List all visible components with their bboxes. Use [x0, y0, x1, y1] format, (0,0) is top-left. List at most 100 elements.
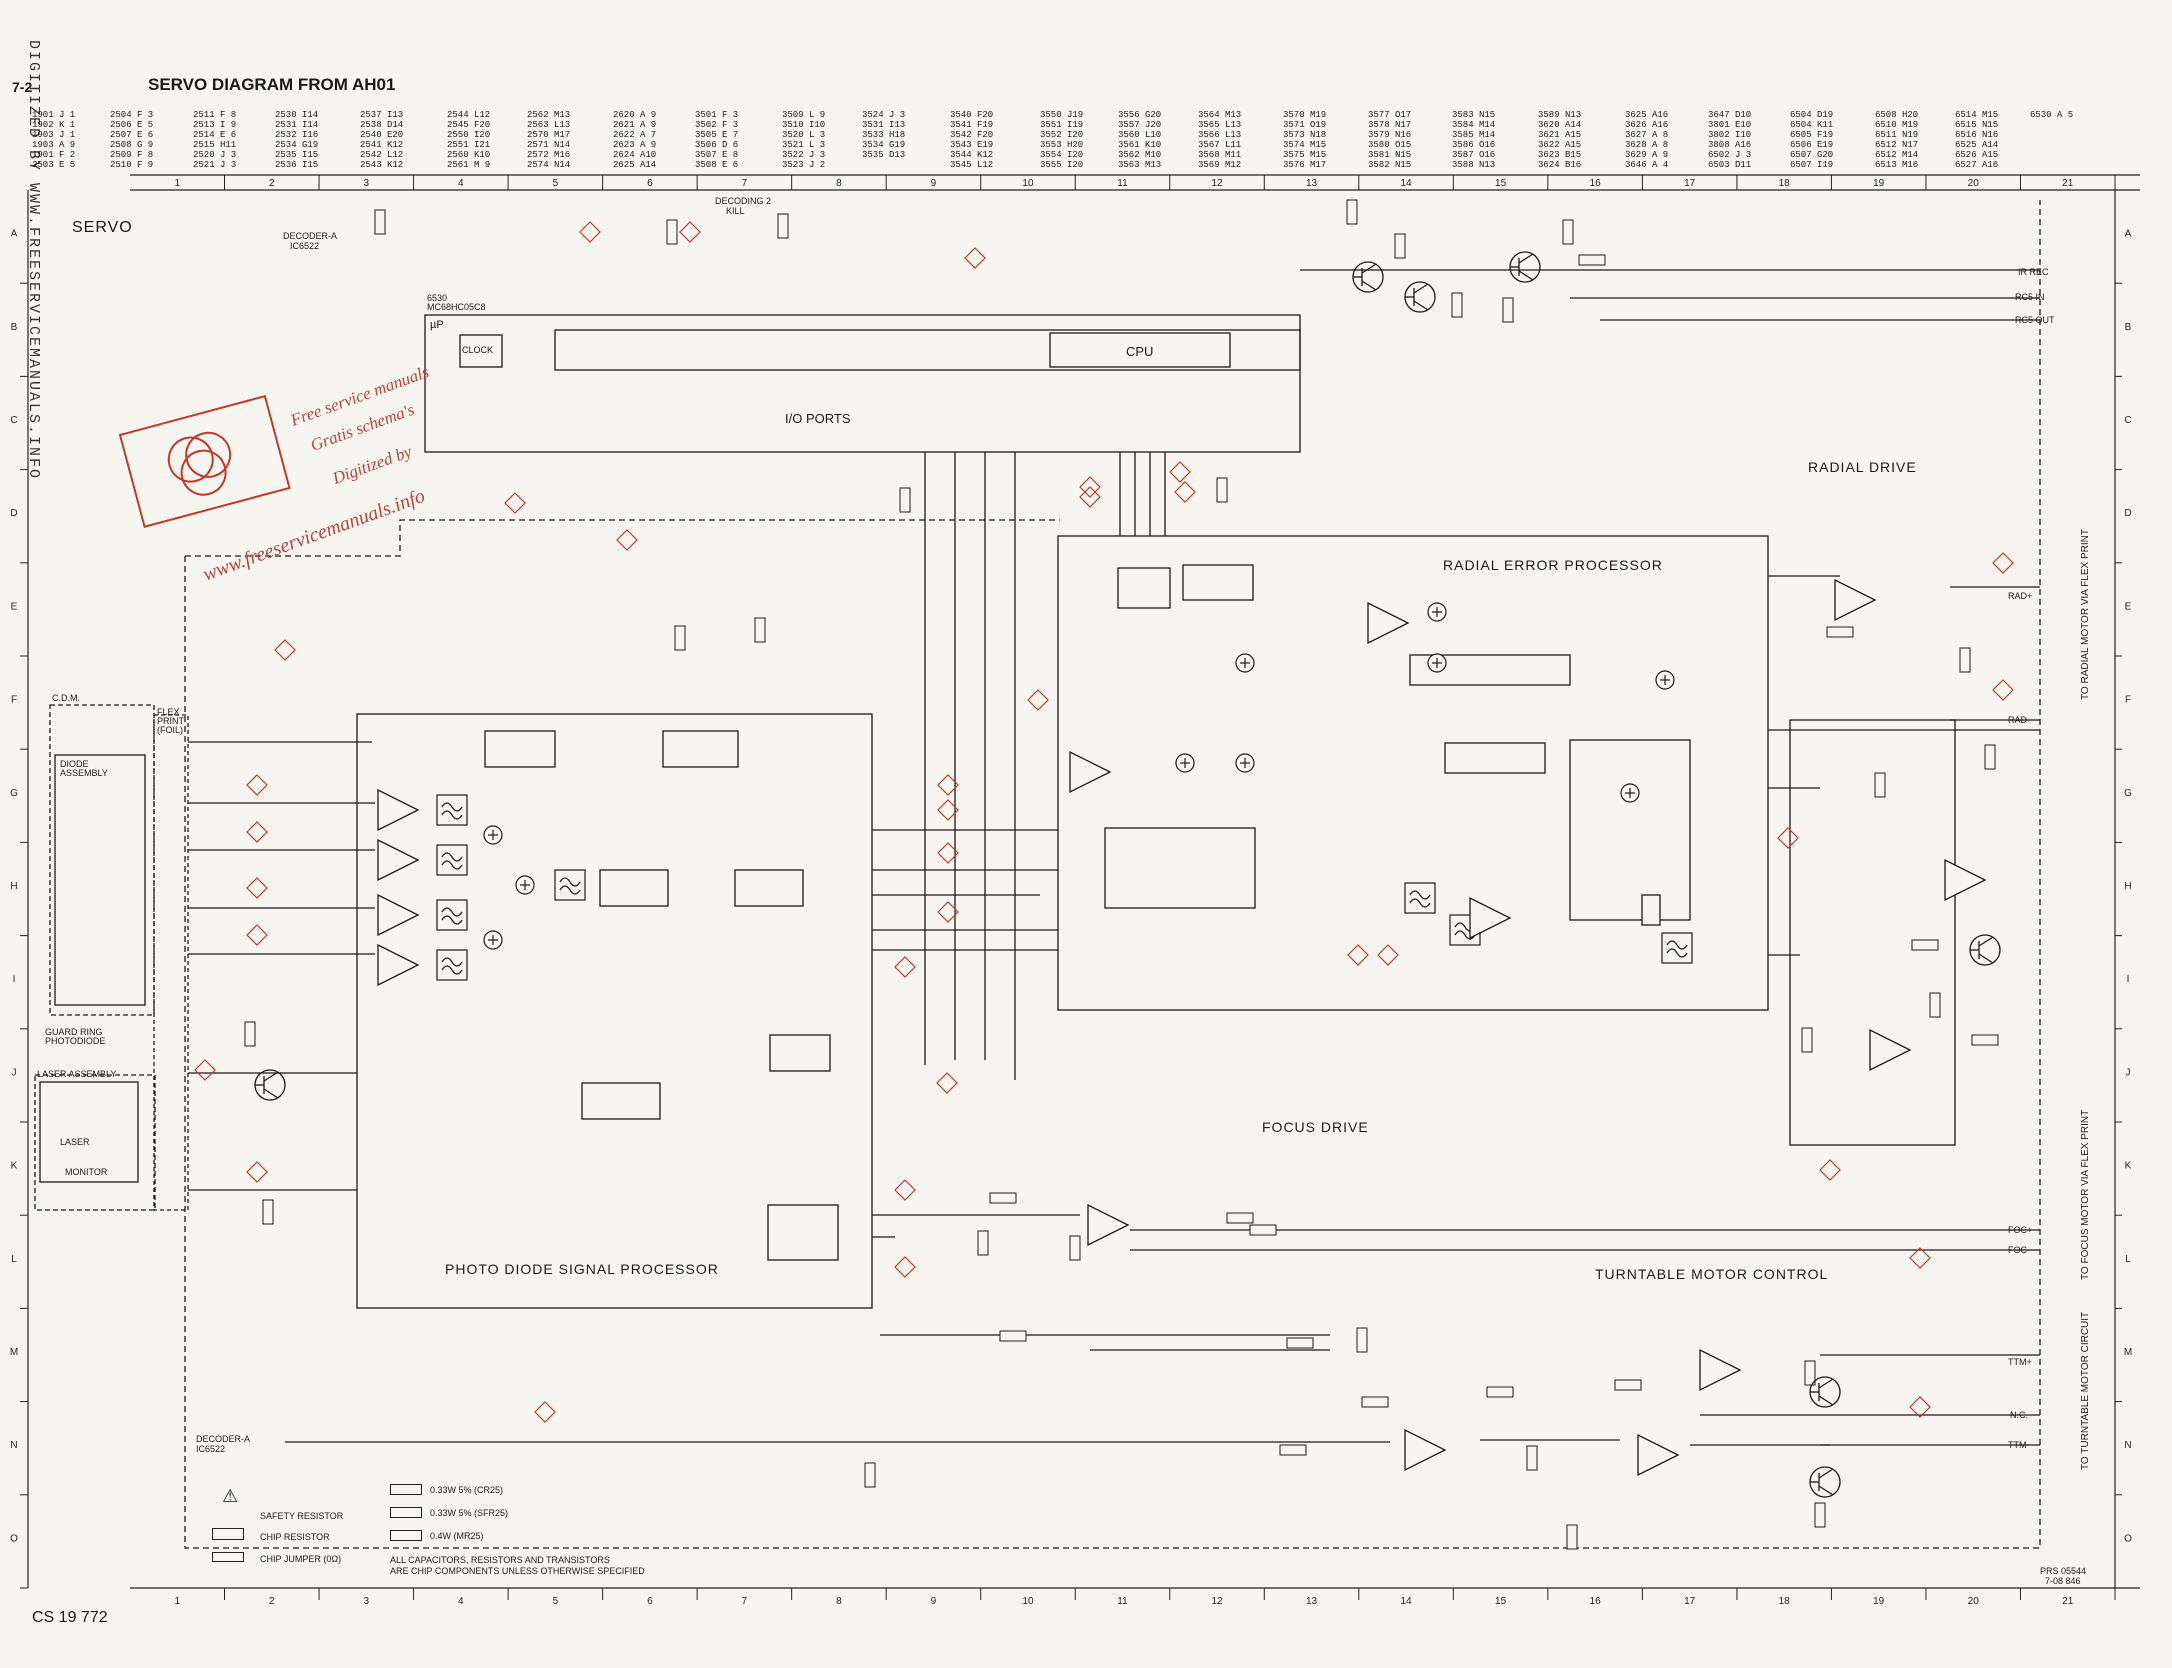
filter-icon [436, 794, 468, 826]
grid-col-label: 18 [1779, 178, 1791, 189]
ref-column: 2511 F 8 2513 I 9 2514 E 6 2515 H11 2520… [193, 110, 237, 170]
filter-icon [554, 869, 586, 901]
amplifier-icon [1869, 1028, 1912, 1072]
grid-col-label: 1 [174, 178, 180, 189]
grid-row-label: D [10, 508, 17, 519]
grid-col-label: 2 [269, 1596, 275, 1607]
resistor-icon [1801, 1027, 1813, 1053]
test-point-icon [1909, 1396, 1931, 1418]
grid-col-label: 3 [364, 1596, 370, 1607]
grid-row-label: I [13, 974, 16, 985]
amplifier-icon [377, 788, 420, 832]
test-point-icon [1174, 481, 1196, 503]
resistor-icon [1578, 254, 1606, 266]
ref-column: 3647 D10 3801 E10 3802 I10 3808 A16 6502… [1708, 110, 1752, 170]
test-point-icon [1169, 461, 1191, 483]
grid-col-label: 3 [364, 178, 370, 189]
grid-row-label: H [2124, 881, 2131, 892]
test-point-icon [1992, 679, 2014, 701]
decoder-top-ic: IC6522 [290, 241, 320, 251]
resistor-icon [262, 1199, 274, 1225]
grid-col-label: 19 [1873, 1596, 1885, 1607]
test-point-icon [1079, 476, 1101, 498]
legend-chip-res: CHIP RESISTOR [260, 1532, 330, 1542]
resistor-icon [1874, 772, 1886, 798]
ref-column: 3570 M19 3571 O19 3573 N18 3574 M15 3575… [1283, 110, 1327, 170]
ref-column: 3556 G20 3557 J20 3560 L10 3561 K10 3562… [1118, 110, 1162, 170]
test-point-icon [1027, 689, 1049, 711]
transistor-icon [1404, 281, 1436, 313]
grid-row-label: M [2124, 1347, 2132, 1358]
grid-row-label: O [10, 1533, 18, 1544]
grid-col-label: 6 [647, 1596, 653, 1607]
test-point-icon [936, 1072, 958, 1094]
grid-col-label: 17 [1684, 1596, 1696, 1607]
filter-icon [436, 899, 468, 931]
ref-column: 3509 L 9 3510 I10 3520 L 3 3521 L 3 3522… [782, 110, 826, 170]
grid-row-label: K [2125, 1161, 2132, 1172]
test-point-icon [504, 492, 526, 514]
grid-col-label: 14 [1401, 178, 1413, 189]
nc-label: N.C. [2010, 1410, 2028, 1420]
grid-col-label: 14 [1401, 1596, 1413, 1607]
resistor-icon [777, 213, 789, 239]
ref-column: 6504 D19 6504 K11 6505 F19 6506 E19 6507… [1790, 110, 1834, 170]
ref-column: 2530 I14 2531 I14 2532 I16 2534 G19 2535… [275, 110, 319, 170]
grid-col-label: 20 [1968, 178, 1980, 189]
summing-junction-icon [483, 930, 503, 950]
section-servo: SERVO [72, 219, 133, 236]
grid-row-label: L [2125, 1254, 2131, 1265]
amplifier-icon [377, 838, 420, 882]
ref-column: 3524 J 3 3531 I13 3533 H18 3534 G19 3535… [862, 110, 906, 160]
decoder-top: DECODER-A [283, 231, 338, 241]
chip-jumper-symbol-icon [212, 1552, 244, 1562]
ref-column: 2544 L12 2545 F20 2550 I20 2551 I21 2560… [447, 110, 491, 170]
amplifier-icon [1087, 1203, 1130, 1247]
cr25-symbol-icon [390, 1484, 422, 1495]
filter-icon [436, 844, 468, 876]
grid-col-label: 16 [1590, 178, 1602, 189]
ref-column: 3625 A16 3626 A16 3627 A 8 3628 A 8 3629… [1625, 110, 1669, 170]
filter-icon [1661, 932, 1693, 964]
to-focus-motor: TO FOCUS MOTOR VIA FLEX PRINT [2080, 1109, 2091, 1280]
legend-r3: 0.4W (MR25) [430, 1531, 484, 1541]
resistor-icon [1286, 1337, 1314, 1349]
section-turntable: TURNTABLE MOTOR CONTROL [1595, 1266, 1829, 1282]
ttm-plus-label: TTM+ [2008, 1357, 2032, 1367]
legend-chip-jumper: CHIP JUMPER (0Ω) [260, 1554, 342, 1564]
test-point-icon [894, 1256, 916, 1278]
test-point-icon [246, 924, 268, 946]
test-point-icon [1992, 552, 2014, 574]
grid-col-label: 15 [1495, 1596, 1507, 1607]
grid-row-label: M [10, 1347, 18, 1358]
grid-col-label: 12 [1211, 1596, 1223, 1607]
resistor-icon [1804, 1360, 1816, 1386]
amplifier-icon [1367, 601, 1410, 645]
rc5-in-label: RC5 IN [2015, 292, 2045, 302]
chip-resistor-symbol-icon [212, 1528, 244, 1540]
page-title: SERVO DIAGRAM FROM AH01 [148, 75, 396, 94]
resistor-icon [1566, 1524, 1578, 1550]
filter-icon [1404, 882, 1436, 914]
diode-assembly-label: DIODE ASSEMBLY [60, 759, 108, 778]
amplifier-icon [1699, 1348, 1742, 1392]
resistor-icon [244, 1021, 256, 1047]
amplifier-icon [377, 943, 420, 987]
test-point-icon [1777, 827, 1799, 849]
ref-column: 3583 N15 3584 M14 3585 M14 3586 O16 3587… [1452, 110, 1496, 170]
test-point-icon [894, 1179, 916, 1201]
cdm-label: C.D.M. [52, 693, 80, 703]
grid-col-label: 21 [2062, 1596, 2074, 1607]
legend-r1: 0.33W 5% (CR25) [430, 1485, 504, 1495]
resistor-icon [754, 617, 766, 643]
resistor-icon [1929, 992, 1941, 1018]
grid-col-label: 16 [1590, 1596, 1602, 1607]
grid-col-label: 11 [1117, 178, 1128, 189]
amplifier-icon [1834, 578, 1877, 622]
decoder-bottom-ic: IC6522 [196, 1444, 226, 1454]
kill: KILL [726, 206, 745, 216]
grid-col-label: 20 [1968, 1596, 1980, 1607]
resistor-icon [1826, 626, 1854, 638]
safety-warning-icon: ⚠ [222, 1486, 239, 1506]
wires [34, 200, 2041, 1549]
